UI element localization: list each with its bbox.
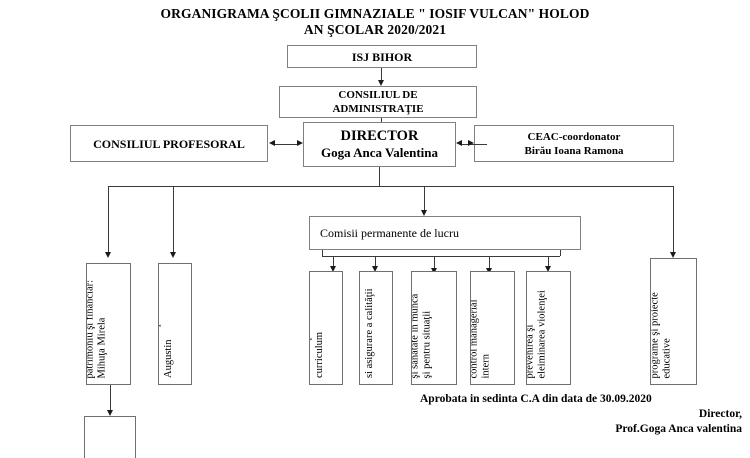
connector-comisii-4 xyxy=(489,256,490,270)
box-comisia-securitate-sanatate-text: Comisia de securitate şi sănătate în mun… xyxy=(411,288,434,378)
arrowhead-to-ceac xyxy=(468,140,474,146)
arrowhead-secretar xyxy=(170,252,176,258)
box-comisia-curriculum[interactable]: Comisia pentru curriculum xyxy=(309,271,343,385)
box-ceac-coordonator[interactable]: CEAC-coordonator Birău Ioana Ramona xyxy=(474,125,674,162)
arrowhead-administrator xyxy=(105,252,111,258)
com1-line-1: Comisia pentru xyxy=(309,313,312,378)
box-secretar-text: Secretar: Popa Augustin xyxy=(158,317,175,378)
connector-comisii-1 xyxy=(333,256,334,268)
arrowhead-coordonator xyxy=(670,252,676,258)
box-coordonator-programe-proiecte-text: Coordonator de programe şi proiecte educ… xyxy=(650,291,674,378)
title-line-2: AN ŞCOLAR 2020/2021 xyxy=(303,22,447,37)
secretar-line-2: Augustin xyxy=(162,339,174,378)
coord-line-2: programe şi proiecte xyxy=(650,291,660,378)
admin-line-2: patrimoniu şi financiar: xyxy=(86,279,95,378)
connector-bus-to-comisii xyxy=(424,186,425,212)
approval-line-2: Director, xyxy=(698,408,742,420)
com4-line-2: control managerial xyxy=(470,298,479,378)
box-comisii-permanente-label: Comisii permanente de lucru xyxy=(320,226,459,240)
box-isj-bihor[interactable]: ISJ BIHOR xyxy=(287,45,477,68)
box-comisia-control-managerial-text: Comisia pentru control managerial intern xyxy=(470,298,493,379)
arrowhead-sofer-microbuz xyxy=(107,410,113,416)
connector-administrator-to-sofer xyxy=(110,385,111,412)
admin-line-3: Mihuţa Mirela xyxy=(96,317,107,378)
bus-comisii-right-riser xyxy=(560,250,561,256)
connector-ca-to-director xyxy=(381,118,382,124)
box-coordonator-programe-proiecte[interactable]: Coordonator de programe şi proiecte educ… xyxy=(650,258,697,385)
connector-profesoral-director xyxy=(274,144,299,145)
connector-bus-to-coordonator xyxy=(673,186,674,254)
connector-isj-to-ca xyxy=(381,68,382,81)
box-director-name: Goga Anca Valentina xyxy=(320,145,439,160)
box-comisia-evaluare-calitate[interactable]: Comisia de evaluare si asigurare a calit… xyxy=(359,271,393,385)
arrowhead-to-director-right xyxy=(456,140,462,146)
arrowhead-to-profesoral xyxy=(269,140,275,146)
box-comisia-prevenire-violenta[interactable]: Comisia pentru prevenirea şi eleiminarea… xyxy=(526,271,571,385)
secretar-line-1: Secretar: Popa xyxy=(158,317,161,378)
box-consiliul-administratie-line-1: CONSILIUL DE xyxy=(338,89,418,101)
box-director[interactable]: DIRECTOR Goga Anca Valentina xyxy=(303,122,456,167)
box-comisia-evaluare-calitate-text: Comisia de evaluare si asigurare a calit… xyxy=(359,288,376,378)
com4-line-3: intern xyxy=(480,353,491,379)
com5-line-2: prevenirea şi xyxy=(526,324,535,378)
box-comisia-control-managerial[interactable]: Comisia pentru control managerial intern xyxy=(470,271,515,385)
bus-comisii-left-riser xyxy=(322,250,323,256)
box-ceac-line-1: CEAC-coordonator xyxy=(527,130,621,143)
page-title: ORGANIGRAMA ŞCOLII GIMNAZIALE " IOSIF VU… xyxy=(0,6,750,38)
box-administrator-patrimoniu[interactable]: Administrator de patrimoniu şi financiar… xyxy=(86,263,131,385)
approval-block: Aprobata in sedinta C.A din data de 30.0… xyxy=(412,392,742,437)
arrowhead-comisii-1 xyxy=(330,266,336,272)
connector-comisii-2 xyxy=(375,256,376,268)
bus-horizontal-main xyxy=(108,186,674,187)
com2-line-2: si asigurare a calităţii xyxy=(363,288,375,378)
box-consiliul-profesoral-label: CONSILIUL PROFESORAL xyxy=(93,136,245,151)
connector-comisii-3 xyxy=(434,256,435,270)
arrowhead-isj-to-ca xyxy=(378,80,384,86)
box-comisia-curriculum-text: Comisia pentru curriculum xyxy=(309,313,326,378)
arrowhead-comisii xyxy=(421,210,427,216)
connector-director-down xyxy=(379,167,380,186)
com5-line-3: eleiminarea violenţei xyxy=(536,289,547,378)
connector-bus-to-secretar xyxy=(173,186,174,254)
box-administrator-patrimoniu-text: Administrator de patrimoniu şi financiar… xyxy=(86,279,109,378)
bus-comisii-horizontal xyxy=(322,256,560,257)
box-isj-bihor-label: ISJ BIHOR xyxy=(351,49,413,64)
box-director-role: DIRECTOR xyxy=(340,128,419,144)
coord-line-3: educative xyxy=(661,337,672,378)
title-line-1: ORGANIGRAMA ŞCOLII GIMNAZIALE " IOSIF VU… xyxy=(160,6,590,21)
box-ceac-line-2: Birău Ioana Ramona xyxy=(524,144,624,157)
box-comisii-permanente[interactable]: Comisii permanente de lucru xyxy=(309,216,581,250)
approval-line-1: Aprobata in sedinta C.A din data de 30.0… xyxy=(420,393,652,405)
com3-line-3: şi pentru situaţii xyxy=(421,310,433,378)
arrowhead-to-director-left xyxy=(297,140,303,146)
connector-director-ceac xyxy=(461,144,487,145)
box-consiliul-profesoral[interactable]: CONSILIUL PROFESORAL xyxy=(70,125,268,162)
com3-line-2: şi sănătate în muncă xyxy=(411,293,420,378)
box-comisia-securitate-sanatate[interactable]: Comisia de securitate şi sănătate în mun… xyxy=(411,271,457,385)
arrowhead-comisii-5 xyxy=(545,266,551,272)
connector-bus-to-administrator xyxy=(108,186,109,254)
arrowhead-comisii-2 xyxy=(372,266,378,272)
box-secretar[interactable]: Secretar: Popa Augustin xyxy=(158,263,192,385)
com1-line-2: curriculum xyxy=(313,331,325,378)
box-comisia-prevenire-violenta-text: Comisia pentru prevenirea şi eleiminarea… xyxy=(526,289,549,378)
box-consiliul-administratie-line-2: ADMINISTRAŢIE xyxy=(332,103,424,115)
box-sofer-microbuz[interactable]: microbuz şi oare xyxy=(84,416,136,458)
approval-line-3: Prof.Goga Anca valentina xyxy=(615,423,742,435)
com2-line-1: Comisia de evaluare xyxy=(359,292,362,378)
connector-comisii-5 xyxy=(548,256,549,268)
box-consiliul-administratie[interactable]: CONSILIUL DE ADMINISTRAŢIE xyxy=(279,86,477,118)
